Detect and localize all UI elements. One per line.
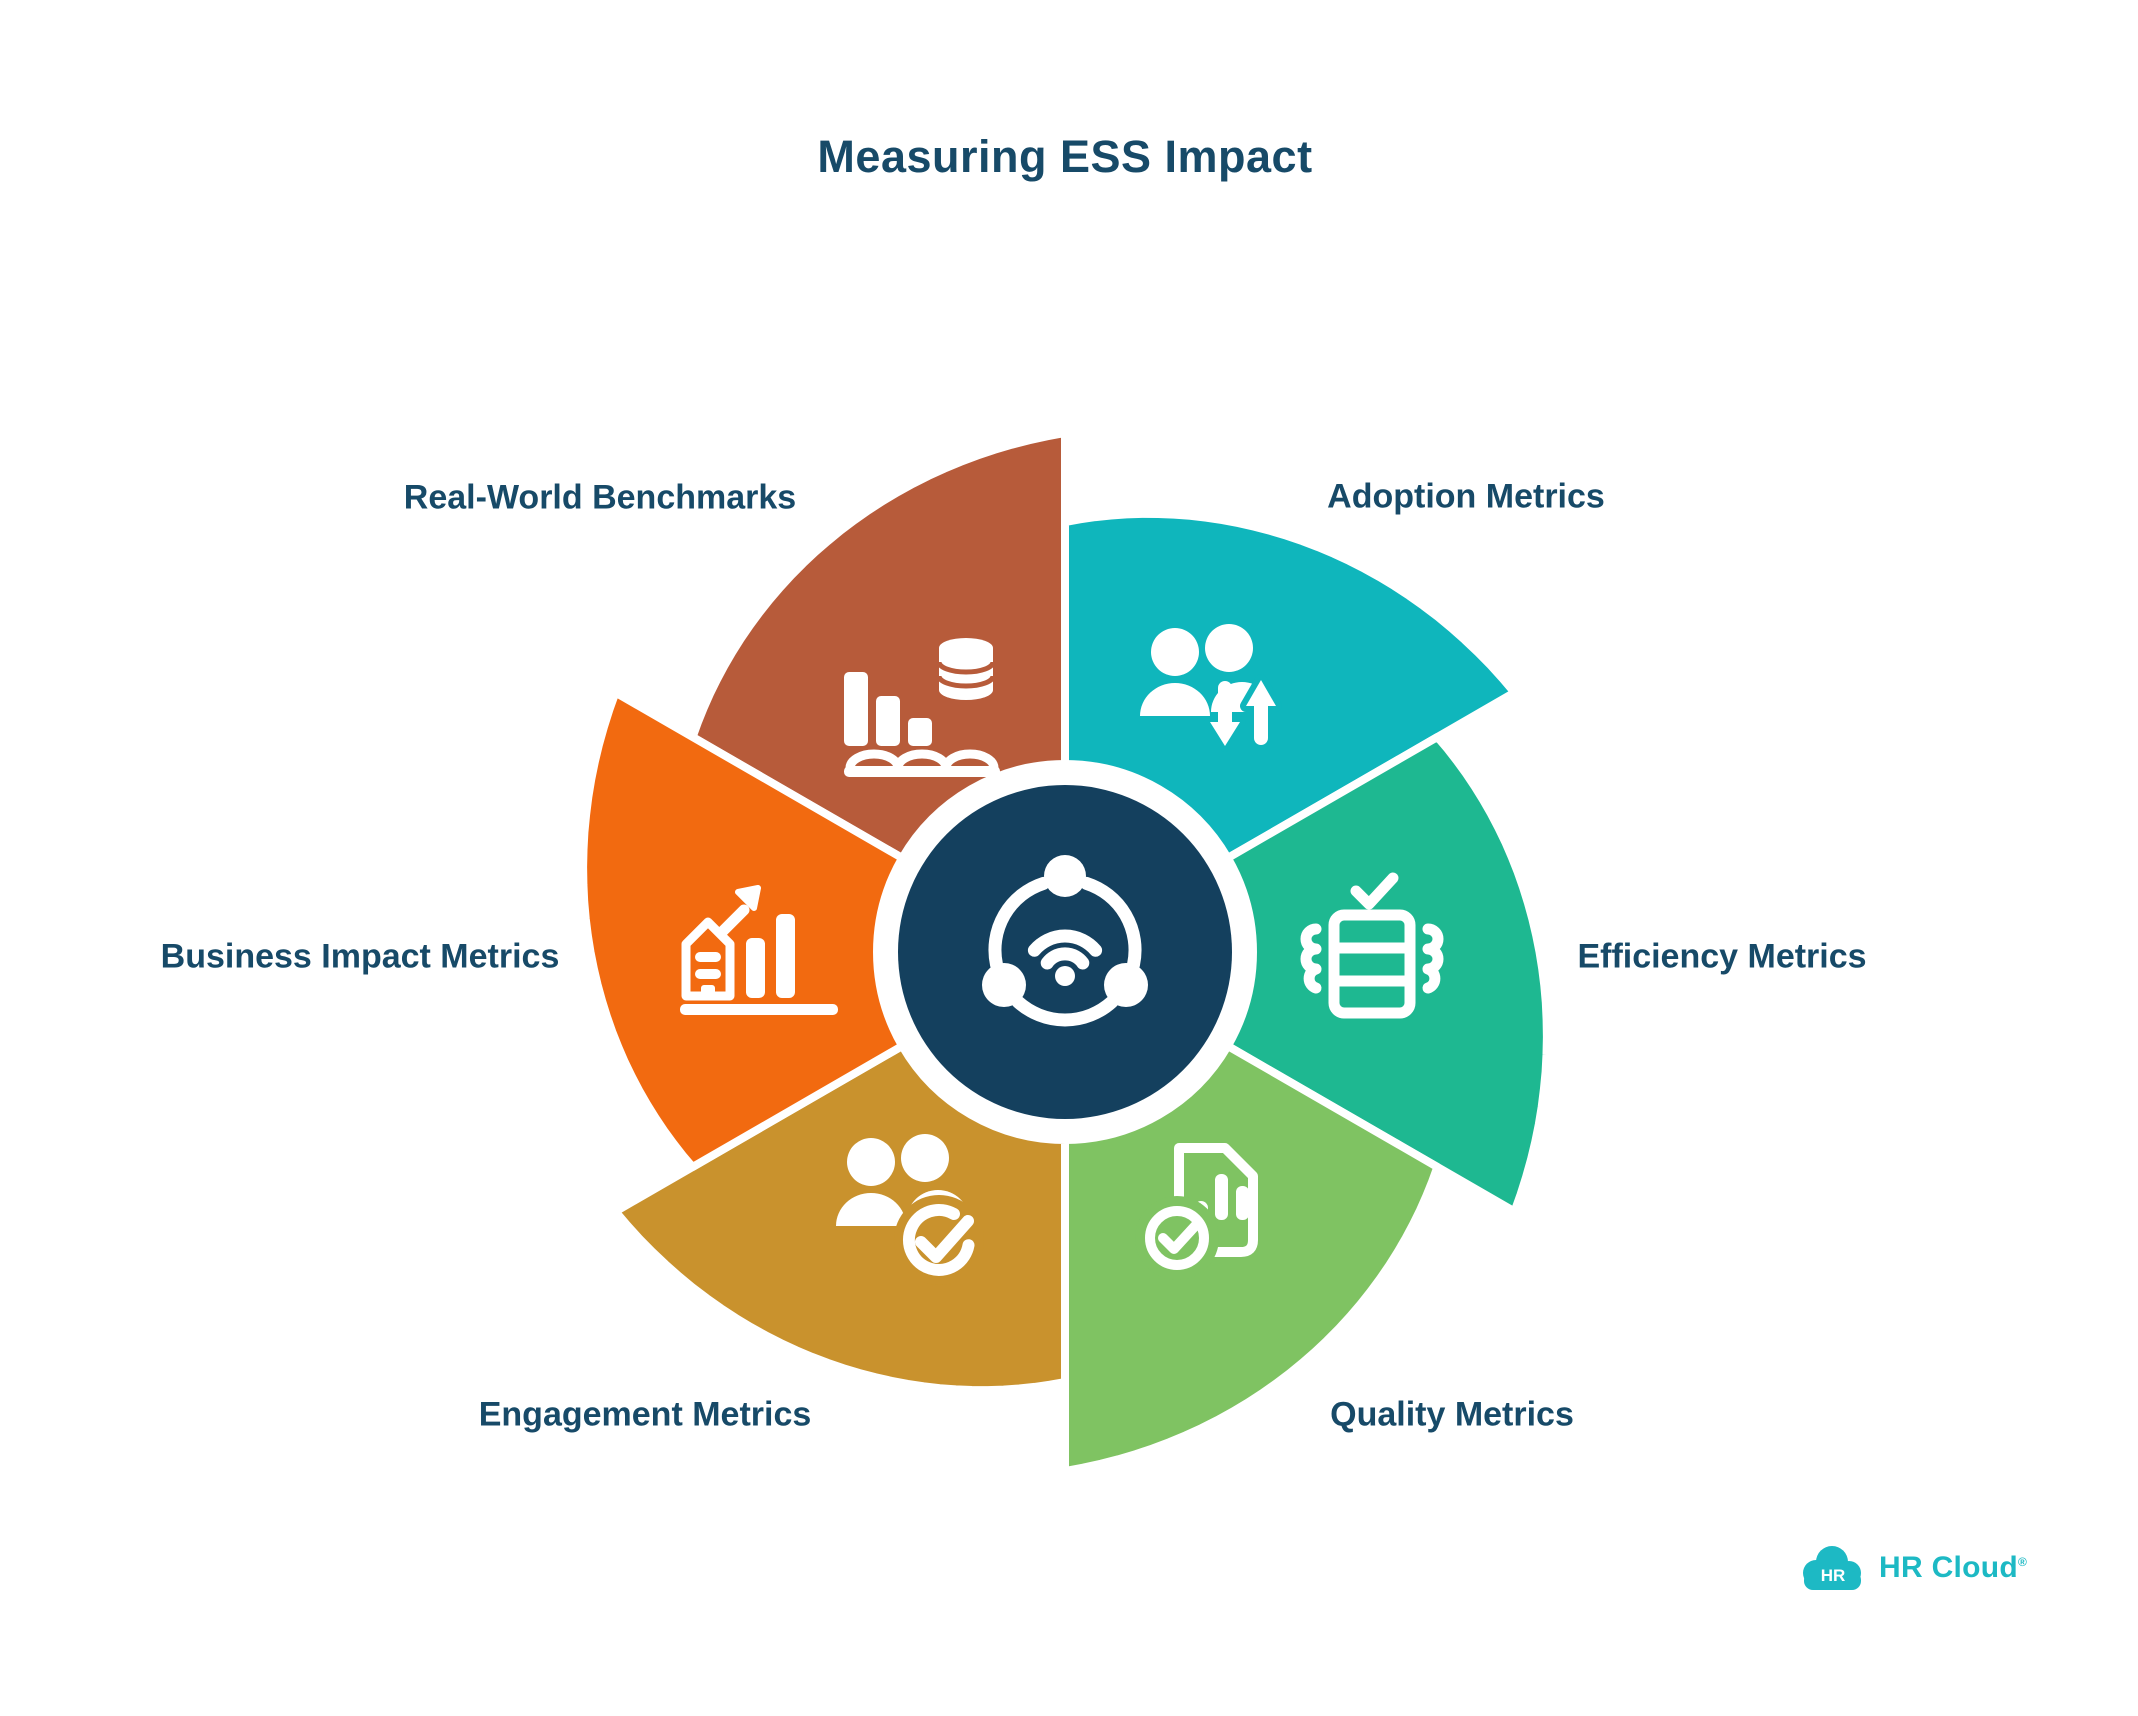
page-title: Measuring ESS Impact bbox=[817, 131, 1313, 182]
users-transfer-arrows-icon bbox=[1140, 624, 1282, 752]
hr-cloud-wordmark: HR Cloud® bbox=[1879, 1551, 2028, 1584]
label-adoption-metrics: Adoption Metrics bbox=[1327, 477, 1605, 516]
center-hub bbox=[879, 766, 1251, 1138]
hr-cloud-icon: HR bbox=[1803, 1546, 1861, 1590]
bar-chart-database-icon bbox=[844, 638, 1000, 777]
document-chart-check-icon bbox=[1135, 1143, 1258, 1280]
label-quality-metrics: Quality Metrics bbox=[1330, 1395, 1574, 1434]
segment-efficiency-metrics bbox=[1223, 733, 1551, 1216]
hr-cloud-logo: HR HR Cloud® bbox=[1800, 1543, 2027, 1593]
label-real-world-benchmarks: Real-World Benchmarks bbox=[403, 478, 797, 517]
label-engagement-metrics: Engagement Metrics bbox=[478, 1395, 812, 1434]
label-business-impact-metrics: Business Impact Metrics bbox=[160, 937, 560, 976]
segment-business-impact-metrics bbox=[579, 688, 907, 1171]
users-check-cycle-icon bbox=[836, 1134, 984, 1285]
segment-quality-metrics bbox=[1061, 1042, 1442, 1475]
label-efficiency-metrics: Efficiency Metrics bbox=[1577, 937, 1867, 976]
building-growth-chart-icon bbox=[680, 885, 838, 1015]
share-network-wifi-icon bbox=[982, 855, 1148, 1027]
registered-mark: ® bbox=[2018, 1555, 2028, 1569]
checklist-processor-icon bbox=[1300, 872, 1444, 1019]
segment-adoption-metrics bbox=[1061, 509, 1519, 862]
hr-badge-text: HR bbox=[1821, 1566, 1846, 1585]
